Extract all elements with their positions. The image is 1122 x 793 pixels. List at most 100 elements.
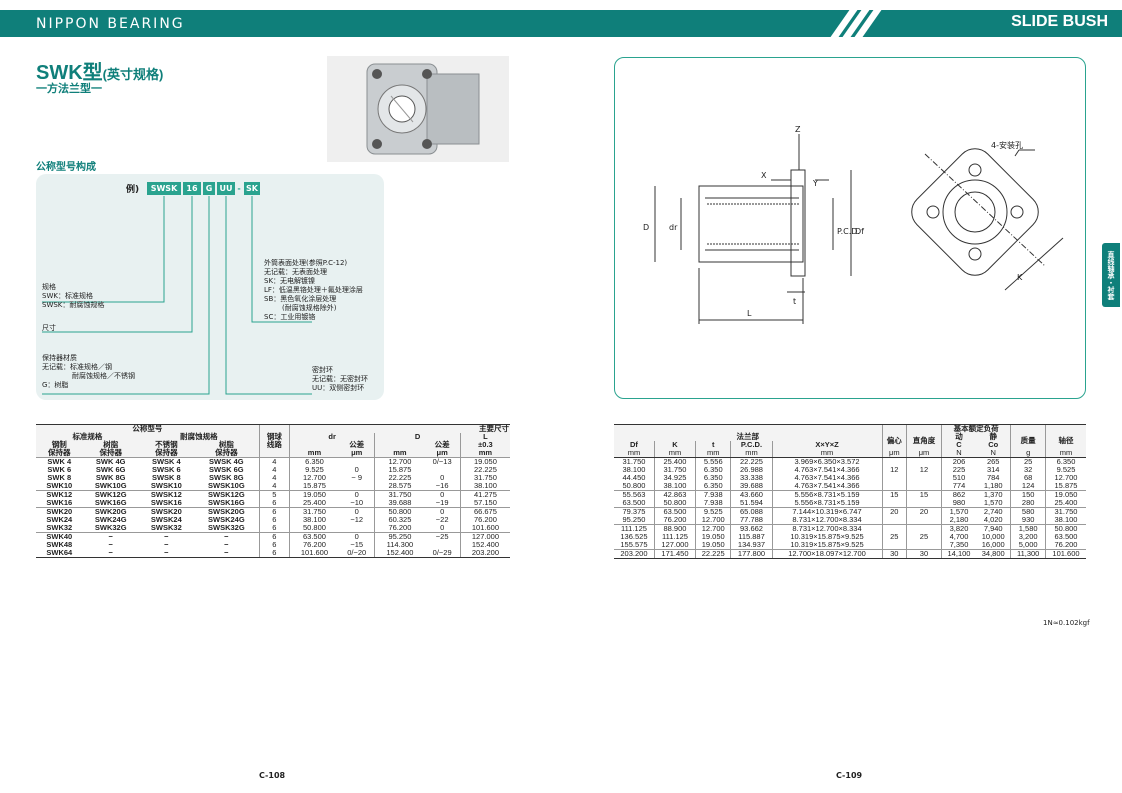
table-cell: 12.700: [1044, 474, 1086, 482]
table-cell: 25.400: [653, 457, 696, 466]
table-cell: SWSK10G: [207, 481, 245, 490]
table-cell: SWK20G: [82, 507, 139, 516]
th-Df: Df: [614, 441, 655, 449]
table-cell: 93.662: [730, 524, 773, 533]
table-cell: 31.750: [459, 474, 510, 482]
th-resin-ret-b-1: 树脂: [218, 440, 234, 449]
table-cell: 6: [258, 541, 290, 549]
table-cell: −: [138, 549, 194, 558]
table-cell: 930: [1010, 516, 1046, 525]
th-main-dim: 主要尺寸: [288, 424, 510, 433]
table-cell: 5: [258, 490, 290, 499]
code-size: 16: [183, 182, 201, 195]
table-cell: 6: [258, 499, 290, 508]
table-cell: −15: [350, 540, 364, 549]
table-cell: SWK 4G: [82, 457, 139, 466]
table-cell: SWK16: [46, 498, 73, 507]
table-cell: SWK 8: [47, 473, 72, 482]
table-cell: 15: [906, 490, 942, 499]
table-cell: 980: [940, 499, 977, 508]
th-C: C: [940, 441, 977, 449]
table-cell: SWSK16G: [207, 498, 245, 507]
th-L-unit: mm: [478, 448, 493, 457]
th-resin-ret: 树脂保持器: [82, 441, 139, 458]
table-cell: 280: [1010, 499, 1046, 508]
table-cell: 15: [881, 490, 907, 499]
table-cell: 79.375: [614, 507, 655, 516]
table-cell: 862: [940, 490, 977, 499]
table-cell: 6.350: [695, 482, 731, 491]
section-side-tab[interactable]: 直线轴承・衬套: [1102, 243, 1120, 307]
table-cell: 10,000: [981, 532, 1005, 541]
table-cell: 6: [258, 507, 290, 516]
table-cell: 43.660: [730, 490, 773, 499]
th-dr-mm-unit: mm: [307, 448, 322, 457]
table-cell: SWK32: [46, 523, 73, 532]
table-cell: 12: [906, 466, 942, 474]
table-cell: 38.100: [288, 516, 339, 524]
table-cell: SWSK16: [150, 498, 182, 507]
table-cell: SWSK12G: [193, 490, 260, 499]
code-surface: SK: [244, 182, 260, 195]
table-cell: −: [138, 532, 194, 541]
th-blank: [614, 424, 883, 433]
table-cell: 19.050: [1044, 490, 1086, 499]
table-cell: 25: [906, 533, 942, 541]
table-cell: 150: [1010, 490, 1046, 499]
table-cell: 38.100: [459, 482, 510, 491]
page-number-left: C-108: [259, 771, 286, 780]
table-cell: SWK16G: [94, 498, 127, 507]
th-dr-tol-unit: μm: [351, 448, 363, 457]
th-blank-2: [881, 424, 907, 433]
table-cell: SWSK20: [138, 507, 194, 516]
code-seal: UU: [217, 182, 235, 195]
page-title: SWK型(英寸规格): [36, 56, 163, 85]
table-cell: 88.900: [653, 524, 696, 533]
table-cell: SWK24: [46, 515, 73, 524]
table-cell: 55.563: [614, 490, 655, 499]
table-cell: 25: [881, 533, 907, 541]
product-photo: [327, 56, 509, 162]
th-ball: 钢球线路: [258, 424, 290, 458]
table-cell: 12.700: [288, 474, 339, 482]
seal-note-title: 密封环: [312, 366, 333, 374]
brand-logo: NIPPON BEARING: [36, 16, 185, 32]
table-cell: SWK32G: [94, 523, 127, 532]
table-cell: 12.700: [374, 457, 425, 466]
th-dr: dr: [288, 433, 375, 441]
table-cell: 25: [1010, 457, 1046, 466]
table-cell: − 9: [351, 473, 363, 482]
th-blank-4: [1010, 424, 1046, 433]
table-cell: 16,000: [981, 540, 1005, 549]
table-cell: 115.887: [730, 533, 773, 541]
table-cell: [906, 499, 942, 508]
table-cell: SWK 4: [36, 457, 83, 466]
unit-conversion-note: 1N≈0.102kgf: [1043, 619, 1090, 627]
table-cell: 38.100: [1044, 516, 1086, 525]
table-cell: 76.200: [288, 541, 339, 549]
table-cell: SWSK10: [150, 481, 182, 490]
table-cell: −25: [424, 532, 461, 541]
table-cell: 314: [986, 465, 1000, 474]
retainer-note-standard: 无记载：标准规格／钢: [42, 363, 112, 371]
th-dynamic: 动: [940, 433, 977, 441]
table-cell: 44.450: [622, 473, 646, 482]
table-cell: SWK 6G: [95, 465, 126, 474]
technical-drawing: Z X Y D dr P.C.D. Df t L 4-安装孔 K: [643, 125, 1064, 324]
table-cell: 5,000: [1010, 541, 1046, 550]
mount-hole-label: 4-安装孔: [991, 140, 1023, 150]
th-t: t: [695, 441, 731, 449]
th-flange: 法兰部: [614, 433, 883, 441]
table-cell: 7.144×10.319×6.747: [771, 507, 883, 516]
table-cell: 4: [258, 466, 290, 474]
table-cell: 2,740: [976, 507, 1011, 516]
